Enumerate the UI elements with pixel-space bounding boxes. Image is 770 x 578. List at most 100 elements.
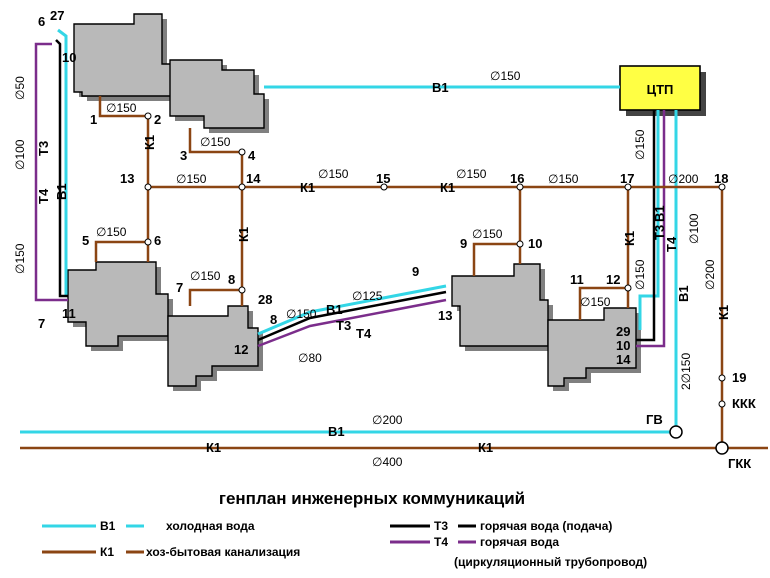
code-t3-diag: Т3 <box>336 318 351 333</box>
dim-17-18: ∅200 <box>668 172 699 186</box>
code-t4-right: Т4 <box>664 236 679 252</box>
dim-t3-mid: ∅125 <box>352 289 383 303</box>
legend-hot-return-desc2: (циркуляционный трубопровод) <box>454 555 647 569</box>
pipe-diameters: ∅150 ∅150 ∅150 ∅150 ∅150 ∅150 ∅150 ∅200 … <box>13 69 717 469</box>
dim-t4-mid: ∅80 <box>298 351 322 365</box>
node-10a: 10 <box>528 236 542 251</box>
node-12b: 12 <box>234 342 248 357</box>
legend-sewer-desc: хоз-бытовая канализация <box>146 545 300 559</box>
dim-main-k1: ∅400 <box>372 455 403 469</box>
node-7b: 7 <box>176 280 183 295</box>
code-k1-main-a: К1 <box>206 440 221 455</box>
node-8a: 8 <box>228 272 235 287</box>
legend-cold-code: В1 <box>100 519 116 533</box>
node-11a: 11 <box>62 306 76 321</box>
dim-7-8: ∅150 <box>190 269 221 283</box>
code-gv: ГВ <box>646 412 663 427</box>
dim-16-17: ∅150 <box>548 172 579 186</box>
code-t3-right: Т3 <box>652 225 667 240</box>
legend-hot-return-code: Т4 <box>434 535 448 549</box>
code-k1-main-b: К1 <box>478 440 493 455</box>
dim-18-200: ∅200 <box>703 259 717 290</box>
code-v1-main: В1 <box>328 424 345 439</box>
legend: В1 холодная вода К1 хоз-бытовая канализа… <box>42 519 647 569</box>
dim-14-15: ∅150 <box>318 167 349 181</box>
node-14a: 14 <box>246 171 261 186</box>
legend-hot-return-desc: горячая вода <box>480 535 559 549</box>
node-15: 15 <box>376 171 390 186</box>
hot-return-network <box>34 42 666 348</box>
dim-9-10: ∅150 <box>472 227 503 241</box>
node-6: 6 <box>154 233 161 248</box>
code-k1-v1: К1 <box>142 135 157 150</box>
buildings <box>67 13 641 391</box>
code-gkk: ГКК <box>728 456 751 471</box>
legend-sewer-code: К1 <box>100 545 114 559</box>
node-6-top: 6 <box>38 14 45 29</box>
node-13a: 13 <box>438 308 452 323</box>
node-10c: 10 <box>616 338 630 353</box>
dim-13-14: ∅150 <box>176 172 207 186</box>
pipe-codes: В1 К1 К1 В1 К1 К1 В1 Т3 Т4 ГВ ГКК ККК К1… <box>36 80 756 471</box>
code-t4-left: Т4 <box>36 188 51 204</box>
dim-ctp-v1: ∅150 <box>490 69 521 83</box>
code-t3-left: Т3 <box>36 141 51 156</box>
code-v1-diag: В1 <box>326 302 343 317</box>
legend-cold-desc: холодная вода <box>166 519 255 533</box>
legend-hot-supply-desc: горячая вода (подача) <box>480 519 612 533</box>
dim-15-16: ∅150 <box>456 167 487 181</box>
node-9a: 9 <box>412 264 419 279</box>
node-27: 27 <box>50 8 64 23</box>
node-7a: 7 <box>38 316 45 331</box>
code-t4-diag: Т4 <box>356 326 372 341</box>
dim-left-100: ∅100 <box>13 139 27 170</box>
dim-5-6: ∅150 <box>96 225 127 239</box>
node-18: 18 <box>714 171 728 186</box>
code-v1-top: В1 <box>432 80 449 95</box>
code-k1-v4: К1 <box>716 305 731 320</box>
ctp-label: ЦТП <box>647 82 674 97</box>
dim-ctp-100: ∅100 <box>687 213 701 244</box>
node-14b: 14 <box>616 352 631 367</box>
dim-2x150: 2∅150 <box>679 353 693 390</box>
legend-hot-supply-code: Т3 <box>434 519 448 533</box>
node-28: 28 <box>258 292 272 307</box>
building-d <box>167 305 259 387</box>
node-9b: 9 <box>460 236 467 251</box>
node-29: 29 <box>616 324 630 339</box>
node-12a: 12 <box>606 272 620 287</box>
node-1: 1 <box>90 112 97 127</box>
cold-water-network <box>20 28 678 434</box>
code-v1-right: В1 <box>652 205 667 222</box>
dim-ctp-150b: ∅150 <box>633 259 647 290</box>
node-17: 17 <box>620 171 634 186</box>
node-10b: 10 <box>62 50 76 65</box>
code-v1-right2: В1 <box>676 285 691 302</box>
dim-left-50: ∅50 <box>13 76 27 100</box>
node-numbers: 1 2 3 4 5 6 7 7 8 8 9 9 10 10 10 11 11 1… <box>38 8 746 385</box>
node-3: 3 <box>180 148 187 163</box>
building-e <box>451 263 549 347</box>
code-k1-15a: К1 <box>300 180 315 195</box>
node-5: 5 <box>82 233 89 248</box>
building-a <box>73 13 175 97</box>
code-kkk: ККК <box>732 396 756 411</box>
node-16: 16 <box>510 171 524 186</box>
dim-ctp-150: ∅150 <box>633 129 647 160</box>
dim-1-2: ∅150 <box>106 101 137 115</box>
dim-b1-mid: ∅150 <box>286 307 317 321</box>
dim-left-150: ∅150 <box>13 243 27 274</box>
manholes <box>144 112 729 455</box>
code-v1-left: В1 <box>54 183 69 200</box>
node-19: 19 <box>732 370 746 385</box>
dim-main-v1: ∅200 <box>372 413 403 427</box>
node-13b: 13 <box>120 171 134 186</box>
dim-3-4: ∅150 <box>200 135 231 149</box>
building-c <box>67 261 169 347</box>
plan-title: генплан инженерных коммуникаций <box>219 489 525 508</box>
ctp-station: ЦТП <box>619 65 706 116</box>
node-11b: 11 <box>570 272 584 287</box>
code-k1-15b: К1 <box>440 180 455 195</box>
dim-11-12: ∅150 <box>580 295 611 309</box>
